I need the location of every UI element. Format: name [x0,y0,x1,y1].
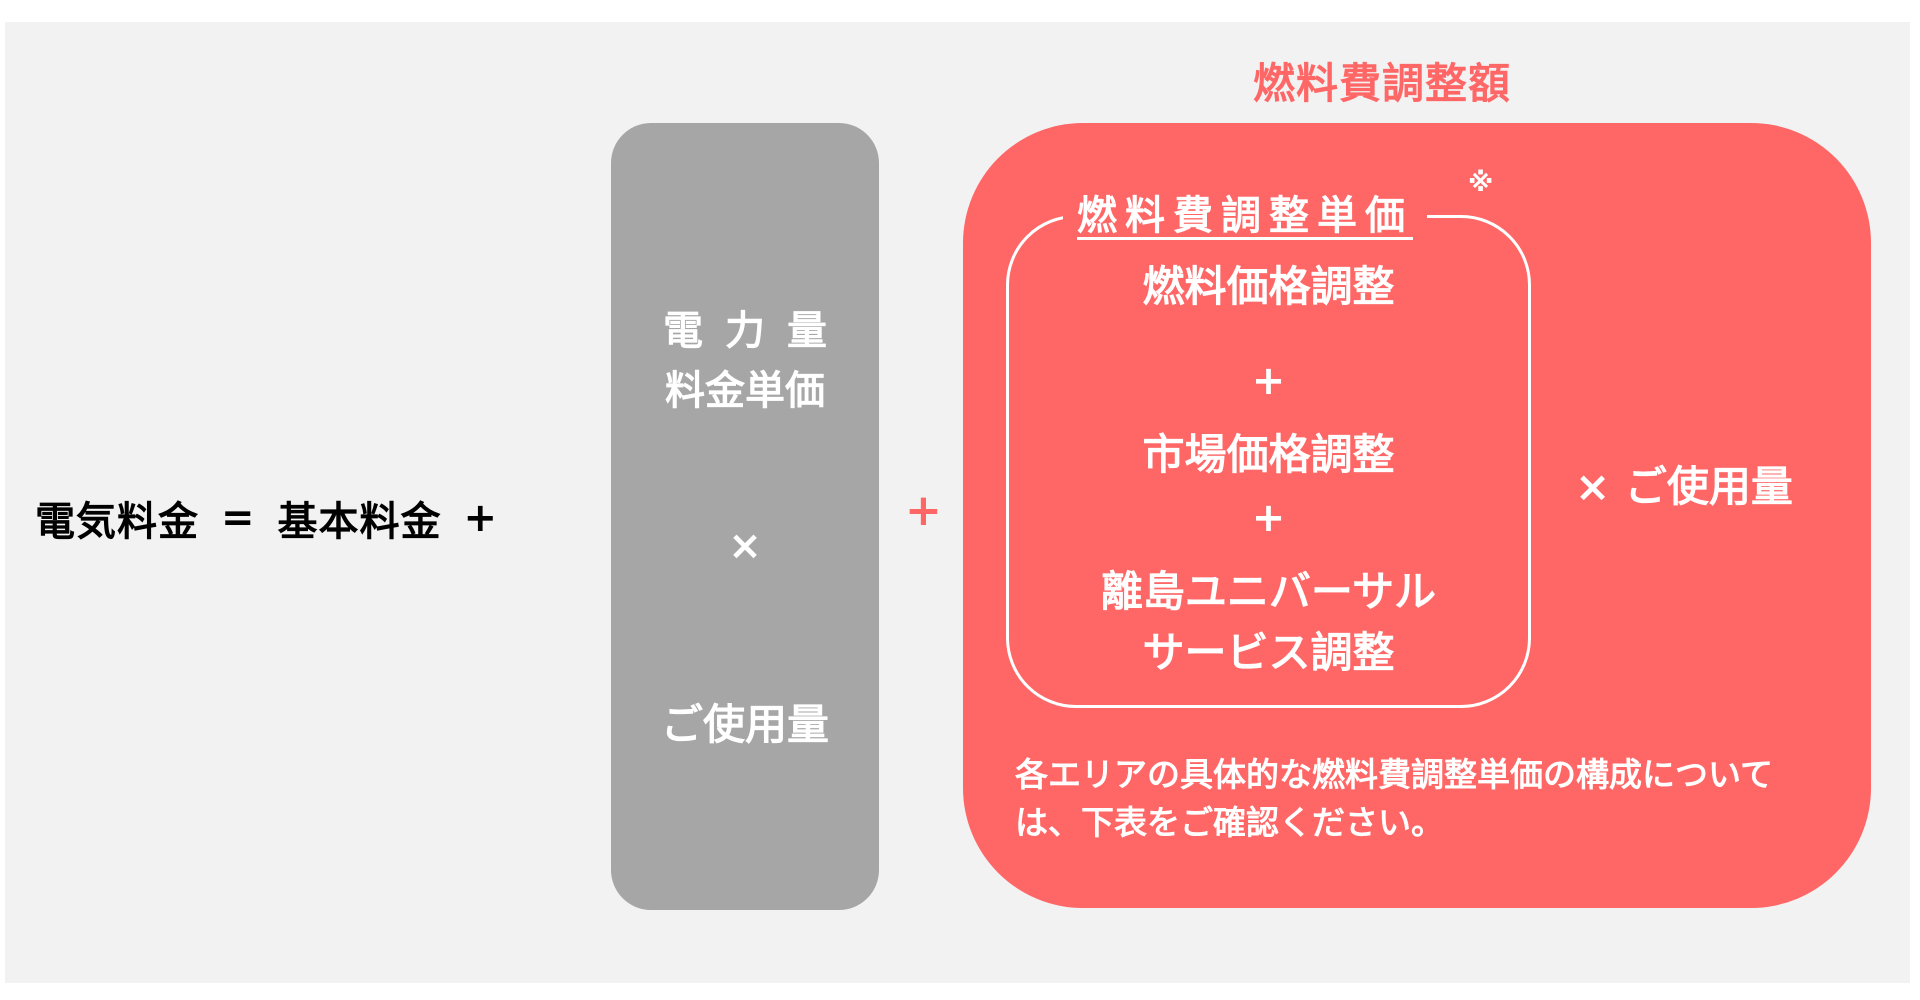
fuel-adjustment-box: 燃料費調整単価 ※ 燃料価格調整 + 市場価格調整 + 離島ユニバーサル サービ… [963,123,1871,908]
formula-left: 電気料金 = 基本料金 + [35,490,520,545]
component-plus-2: + [1006,495,1531,541]
component-label-line1: 離島ユニバーサル [1100,567,1437,616]
asterisk-note-mark: ※ [1468,168,1494,198]
component-label-line2: サービス調整 [1142,628,1395,677]
multiply-sign: × [728,523,762,569]
energy-charge-box: 電力量 料金単価 × ご使用量 [611,123,879,910]
component-remote-island-universal-service: 離島ユニバーサル サービス調整 [1006,558,1531,680]
fuel-adjustment-title: 燃料費調整額 [1253,59,1512,108]
energy-charge-title-line2: 料金単価 [665,368,825,414]
plus-sign: + [1251,495,1286,541]
electricity-fee-label: 電気料金 [35,498,199,545]
times-usage-label: × ご使用量 [1575,462,1793,511]
component-plus-1: + [1006,358,1531,404]
equals-sign: = [221,494,256,541]
base-fee-label: 基本料金 [277,498,442,545]
fuel-adjustment-unit-price-label: 燃料費調整単価 [1063,183,1427,241]
plus-sign: + [1251,358,1286,404]
component-market-price-adjustment: 市場価格調整 [1006,421,1531,482]
energy-charge-title-line1: 電力量 [663,308,849,354]
usage-label: ご使用量 [660,700,829,749]
component-label: 市場価格調整 [1142,430,1395,479]
area-breakdown-note: 各エリアの具体的な燃料費調整単価の構成については、下表をご確認ください。 [1015,755,1774,842]
plus-sign: + [463,494,499,541]
energy-charge-unit-price-title: 電力量 料金単価 [611,301,879,421]
component-label: 燃料価格調整 [1142,262,1395,311]
connector-plus-sign: + [905,485,942,536]
component-fuel-price-adjustment: 燃料価格調整 [1006,253,1531,314]
